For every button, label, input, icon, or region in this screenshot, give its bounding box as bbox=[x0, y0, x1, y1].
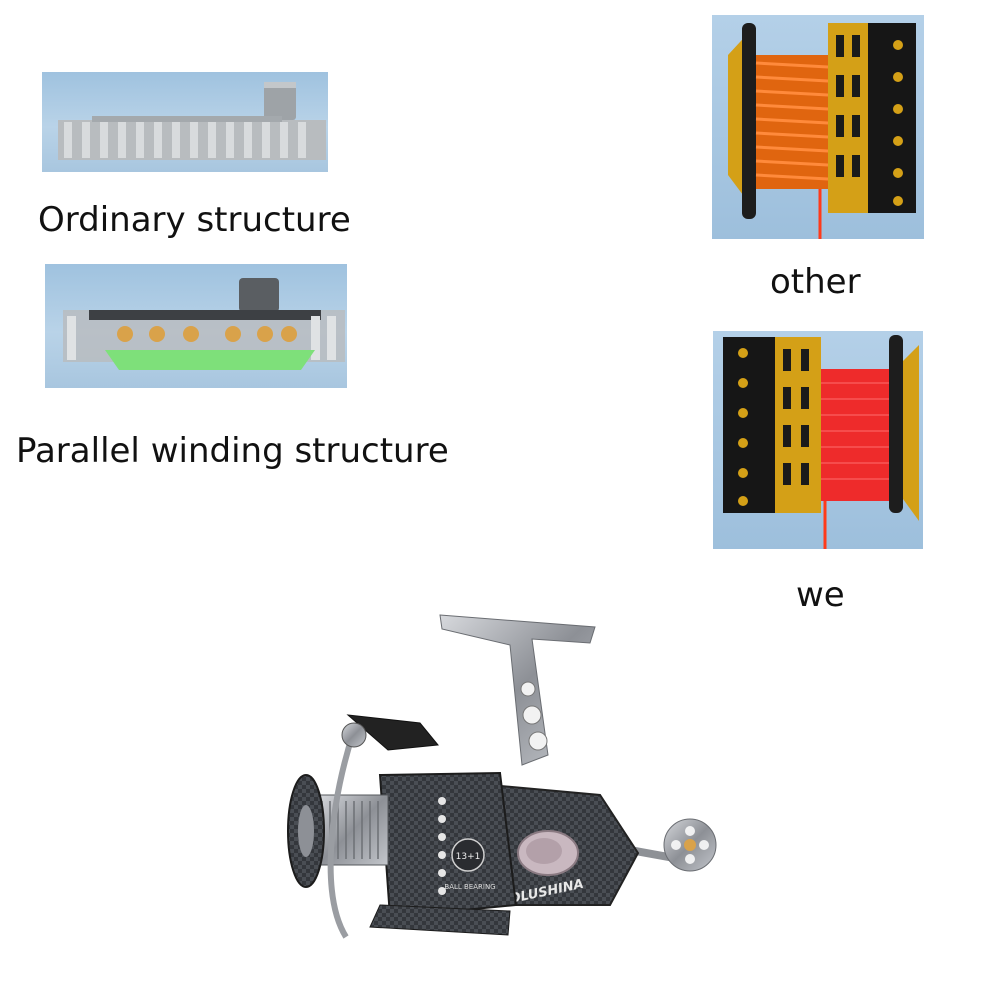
fishing-reel-image: TOLUSHINA 13+1 BALL BEARING bbox=[270, 605, 730, 950]
uneven-line-spool-icon bbox=[728, 23, 916, 239]
other-label: other bbox=[770, 262, 861, 302]
parallel-structure-diagram bbox=[45, 264, 347, 388]
even-line-spool-icon bbox=[723, 335, 919, 549]
we-label: we bbox=[796, 575, 845, 615]
spinning-fishing-reel-icon: TOLUSHINA 13+1 BALL BEARING bbox=[287, 614, 717, 939]
ordinary-gear-icon bbox=[58, 82, 326, 160]
parallel-structure-label: Parallel winding structure bbox=[16, 431, 449, 471]
other-spool-image bbox=[712, 15, 924, 239]
parallel-gear-icon bbox=[63, 278, 345, 370]
ordinary-structure-label: Ordinary structure bbox=[38, 200, 351, 240]
bearing-count-text: 13+1 bbox=[456, 852, 481, 862]
bearing-label-text: BALL BEARING bbox=[444, 883, 495, 891]
ordinary-structure-diagram bbox=[42, 72, 328, 172]
we-spool-image bbox=[713, 331, 923, 549]
